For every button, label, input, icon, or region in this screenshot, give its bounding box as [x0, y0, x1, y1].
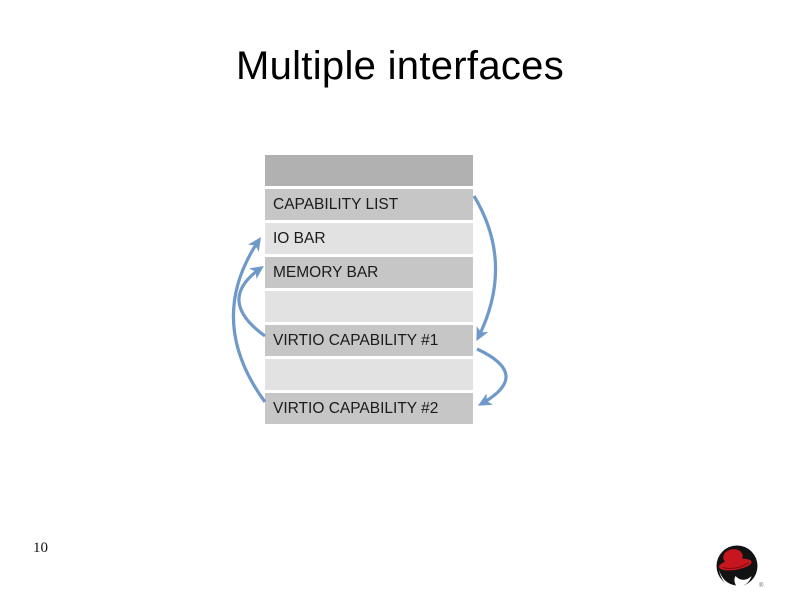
registered-trademark: ®	[759, 583, 764, 589]
logo-face	[719, 570, 752, 588]
page-number: 10	[33, 540, 48, 556]
table-row-memory-bar: MEMORY BAR	[265, 257, 473, 288]
table-row-virtio-capability-2: VIRTIO CAPABILITY #2	[265, 393, 473, 424]
slide-title: Multiple interfaces	[235, 44, 565, 88]
row-label: VIRTIO CAPABILITY #1	[273, 332, 439, 349]
table-row-capability-list: CAPABILITY LIST	[265, 189, 473, 220]
table-row-io-bar: IO BAR	[265, 223, 473, 254]
table-row-empty	[265, 291, 473, 322]
arrow-capability-list-to-virtio-capability-1	[472, 195, 498, 342]
redhat-logo	[716, 545, 758, 588]
table-row-virtio-capability-1: VIRTIO CAPABILITY #1	[265, 325, 473, 356]
row-label: VIRTIO CAPABILITY #2	[273, 400, 439, 417]
arrow-virtio-capability-1-to-memory-bar	[237, 265, 266, 338]
arrow-virtio-capability-2-to-io-bar	[231, 237, 267, 403]
diagram-table: CAPABILITY LIST IO BAR MEMORY BAR VIRTIO CA…	[265, 155, 473, 427]
table-row-empty	[265, 359, 473, 390]
row-label: CAPABILITY LIST	[273, 196, 399, 213]
table-row-empty	[265, 155, 473, 186]
row-label: IO BAR	[273, 230, 326, 247]
arrow-virtio-capability-1-to-virtio-capability-2	[476, 347, 508, 406]
row-label: MEMORY BAR	[273, 264, 379, 281]
logo-hat	[718, 549, 752, 571]
